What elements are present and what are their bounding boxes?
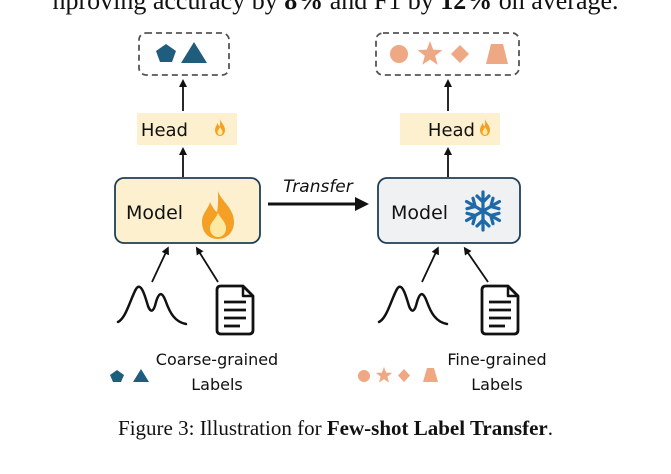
document-input-arrow xyxy=(463,246,489,283)
caption-bold-title: Few-shot Label Transfer xyxy=(326,416,548,440)
pentagon-icon xyxy=(156,44,176,62)
legend-coarse-line1: Coarse-grained xyxy=(156,350,278,369)
legend-coarse-line2: Labels xyxy=(191,375,243,394)
legend-diamond-icon xyxy=(398,369,410,382)
legend-triangle-icon xyxy=(133,369,149,382)
legend-circle-icon xyxy=(358,370,370,382)
document-icon xyxy=(480,284,520,336)
legend-fine-line2: Labels xyxy=(471,375,523,394)
right-panel: Head Model xyxy=(358,32,547,394)
legend-trapezoid-icon xyxy=(423,368,438,382)
head-label: Head xyxy=(141,120,188,141)
model-label: Model xyxy=(126,202,183,224)
document-input-arrow xyxy=(195,246,219,283)
legend-fine-line1: Fine-grained xyxy=(447,350,546,369)
waveform-icon xyxy=(377,285,449,326)
signal-input-arrow xyxy=(421,246,439,283)
flame-icon xyxy=(202,191,234,239)
legend-pentagon-icon xyxy=(110,370,124,382)
document-icon xyxy=(215,284,255,336)
accuracy-gain: 8% xyxy=(284,0,324,15)
snowflake-icon xyxy=(464,190,502,232)
diamond-icon xyxy=(451,45,469,63)
head-label: Head xyxy=(428,120,475,141)
legend-star-icon xyxy=(375,367,393,383)
header-text-fragment: nproving accuracy by 8% and F1 by 12% on… xyxy=(0,0,671,16)
circle-icon xyxy=(390,45,408,63)
fine-output-box xyxy=(375,32,520,76)
f1-gain: 12% xyxy=(440,0,493,15)
trapezoid-icon xyxy=(486,44,508,64)
figure-caption: Figure 3: Illustration for Few-shot Labe… xyxy=(118,416,553,440)
transfer-label: Transfer xyxy=(283,177,354,197)
coarse-output-box xyxy=(138,32,230,76)
model-label: Model xyxy=(391,202,448,224)
waveform-icon xyxy=(116,285,188,326)
star-icon xyxy=(417,41,443,65)
left-panel: Head Model xyxy=(110,32,278,394)
transfer-connector: Transfer xyxy=(268,177,369,211)
triangle-icon xyxy=(181,42,207,63)
signal-input-arrow xyxy=(151,246,169,283)
